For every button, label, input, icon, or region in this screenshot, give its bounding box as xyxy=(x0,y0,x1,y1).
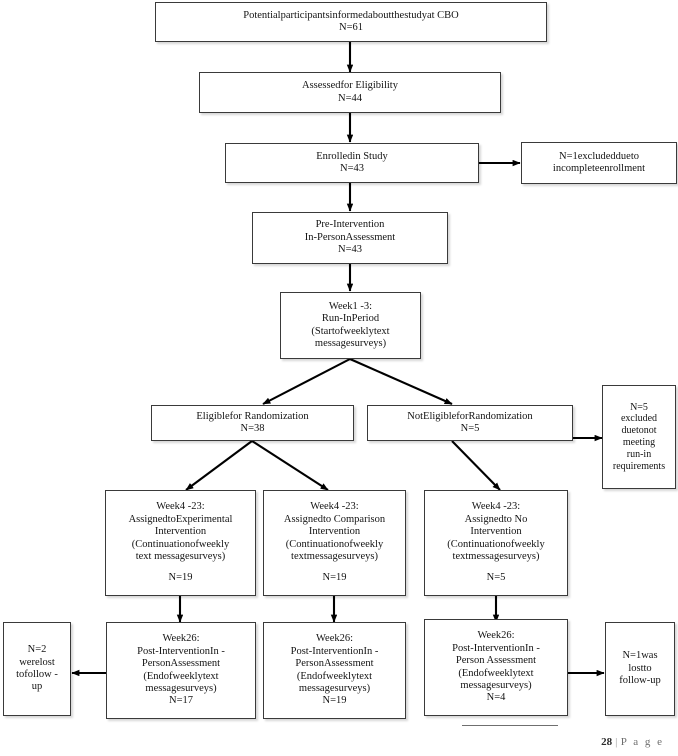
node-informed-line2: N=61 xyxy=(338,22,363,33)
node-arm-no-intervention: Week4 -23: Assignedto No Intervention (C… xyxy=(424,490,568,596)
node-post-experimental-line2: Post-InterventionIn - xyxy=(137,645,225,657)
node-excluded-runin-line5: run-in xyxy=(626,448,652,460)
node-post-experimental-line5: messagesurveys) xyxy=(145,682,217,694)
node-post-experimental: Week26: Post-InterventionIn - PersonAsse… xyxy=(106,622,256,719)
node-excluded-runin-line3: duetonot xyxy=(621,425,657,437)
node-arm-comparison-line5: textmessagesurveys) xyxy=(291,550,378,562)
node-post-none-line4: (Endofweeklytext xyxy=(458,667,534,679)
node-excluded-runin-line1: N=5 xyxy=(630,401,648,413)
node-post-experimental-line4: (Endofweeklytext xyxy=(143,670,219,682)
node-not-eligible-line2: N=5 xyxy=(460,423,480,434)
node-post-none-line5: messagesurveys) xyxy=(460,679,532,691)
node-post-no-intervention: Week26: Post-InterventionIn - Person Ass… xyxy=(424,619,568,716)
node-pre-intervention-line1: Pre-Intervention xyxy=(315,219,385,231)
node-post-comparison: Week26: Post-InterventionIn - PersonAsse… xyxy=(263,622,406,719)
node-arm-experimental-line4: (Continuationofweekly xyxy=(131,538,230,550)
node-excluded-enrollment-line1: N=1excludeddueto xyxy=(559,150,639,162)
node-enrolled-line2: N=43 xyxy=(339,163,364,174)
node-assessed-line1: Assessedfor Eligibility xyxy=(302,80,398,92)
node-arm-experimental-line5: text messagesurveys) xyxy=(135,550,226,562)
node-post-comparison-line5: messagesurveys) xyxy=(298,682,371,694)
node-arm-comparison-line4: (Continuationofweekly xyxy=(285,538,384,550)
node-post-experimental-line1: Week26: xyxy=(162,633,200,645)
node-assessed-line2: N=44 xyxy=(337,92,362,104)
edge-not-eligible-to-no-intervention xyxy=(451,440,501,491)
node-not-eligible-for-randomization: NotEligibleforRandomization N=5 xyxy=(367,405,573,441)
node-arm-experimental: Week4 -23: AssignedtoExperimental Interv… xyxy=(105,490,256,596)
page-footer: 28|P a g e xyxy=(601,736,664,748)
node-arm-comparison: Week4 -23: Assignedto Comparison Interve… xyxy=(263,490,406,596)
node-arm-comparison-line6: N=19 xyxy=(322,572,347,584)
node-arm-experimental-line1: Week4 -23: xyxy=(156,501,205,513)
node-arm-none-line2: Assignedto No xyxy=(464,513,528,525)
node-run-in-line3: (Startofweeklytext xyxy=(311,325,390,337)
node-enrolled-line1: Enrolledin Study xyxy=(316,150,388,162)
node-lost-right-line3: follow-up xyxy=(619,675,661,687)
footer-separator: | xyxy=(615,736,618,748)
node-eligible-line1: Eligiblefor Randomization xyxy=(196,410,309,422)
node-lost-right-line1: N=1was xyxy=(622,650,658,662)
node-lost-left-line1: N=2 xyxy=(27,644,47,656)
node-arm-none-line5: textmessagesurveys) xyxy=(452,550,540,562)
node-excluded-runin-line6: requirements xyxy=(612,460,666,472)
node-eligible-for-randomization: Eligiblefor Randomization N=38 xyxy=(151,405,354,441)
node-post-none-line2: Post-InterventionIn - xyxy=(452,642,540,654)
footer-rule xyxy=(462,725,558,726)
node-post-none-line6: N=4 xyxy=(486,692,506,704)
node-excluded-runin-line4: meeting xyxy=(622,437,656,448)
node-pre-intervention-line2: In-PersonAssessment xyxy=(304,231,396,243)
node-excluded-runin-line2: excluded xyxy=(620,413,658,425)
node-lost-to-followup-right: N=1was lostto follow-up xyxy=(605,622,675,716)
node-lost-to-followup-left: N=2 werelost tofollow - up xyxy=(3,622,71,716)
node-run-in-period: Week1 -3: Run-InPeriod (Startofweeklytex… xyxy=(280,292,421,359)
node-arm-none-line6: N=5 xyxy=(486,572,506,584)
node-post-comparison-line4: (Endofweeklytext xyxy=(296,670,373,682)
node-eligible-line2: N=38 xyxy=(240,423,265,434)
node-post-comparison-line3: PersonAssessment xyxy=(295,658,374,670)
node-lost-left-line4: up xyxy=(31,681,43,693)
node-arm-comparison-line3: Intervention xyxy=(308,526,361,538)
node-excluded-enrollment: N=1excludeddueto incompleteenrollment xyxy=(521,142,677,184)
node-arm-none-line1: Week4 -23: xyxy=(471,501,521,513)
node-arm-experimental-line3: Intervention xyxy=(154,526,207,538)
edge-eligible-to-comparison xyxy=(251,440,329,491)
edge-run-in-to-eligible xyxy=(262,358,351,405)
node-post-experimental-line3: PersonAssessment xyxy=(141,658,221,670)
node-post-comparison-line6: N=19 xyxy=(322,695,347,707)
node-post-comparison-line1: Week26: xyxy=(315,633,354,645)
node-enrolled: Enrolledin Study N=43 xyxy=(225,143,479,183)
node-arm-comparison-line1: Week4 -23: xyxy=(310,501,359,513)
node-lost-left-line3: tofollow - xyxy=(16,669,58,680)
node-lost-left-line2: werelost xyxy=(19,656,55,668)
node-arm-experimental-line2: AssignedtoExperimental xyxy=(128,513,233,525)
node-informed-line1: Potentialparticipantsinformedaboutthestu… xyxy=(243,9,459,21)
node-arm-none-line3: Intervention xyxy=(470,526,522,538)
edge-run-in-to-not-eligible xyxy=(349,358,453,405)
node-arm-none-line4: (Continuationofweekly xyxy=(447,538,545,550)
node-post-comparison-line2: Post-InterventionIn - xyxy=(290,645,379,657)
node-run-in-line1: Week1 -3: xyxy=(328,300,373,312)
node-informed: Potentialparticipantsinformedaboutthestu… xyxy=(155,2,547,42)
node-pre-intervention: Pre-Intervention In-PersonAssessment N=4… xyxy=(252,212,448,264)
node-arm-comparison-line2: Assignedto Comparison xyxy=(283,513,386,525)
node-run-in-line2: Run-InPeriod xyxy=(321,313,380,325)
footer-page-number: 28 xyxy=(601,736,613,748)
node-run-in-line4: messagesurveys) xyxy=(314,337,387,349)
node-post-none-line1: Week26: xyxy=(477,630,515,642)
node-excluded-enrollment-line2: incompleteenrollment xyxy=(552,163,646,174)
node-excluded-run-in: N=5 excluded duetonot meeting run-in req… xyxy=(602,385,676,489)
node-pre-intervention-line3: N=43 xyxy=(337,244,362,256)
footer-page-word: P a g e xyxy=(620,736,664,748)
node-assessed: Assessedfor Eligibility N=44 xyxy=(199,72,501,113)
node-not-eligible-line1: NotEligibleforRandomization xyxy=(407,410,533,422)
node-post-none-line3: Person Assessment xyxy=(455,655,537,667)
node-lost-right-line2: lostto xyxy=(628,662,652,674)
node-arm-experimental-line6: N=19 xyxy=(168,572,193,584)
edge-eligible-to-experimental xyxy=(185,440,253,491)
node-post-experimental-line6: N=17 xyxy=(168,695,193,707)
